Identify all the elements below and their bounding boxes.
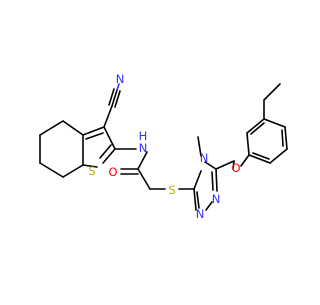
bond [252, 152, 270, 160]
bond [232, 160, 235, 170]
bond [211, 171, 214, 191]
bond [263, 118, 286, 128]
bond [281, 129, 284, 147]
bond [269, 148, 288, 164]
nitrile-nitrogen-label: N [116, 72, 125, 86]
carbonyl-oxygen-label: O [108, 165, 117, 179]
bond [193, 188, 197, 211]
thiophene-sulfur-label: S [88, 164, 95, 178]
atom-labels: N N H O S S N N N O [88, 72, 240, 221]
amide-nitrogen-label: N [139, 141, 148, 155]
bond [62, 120, 84, 136]
bond [103, 126, 116, 150]
bond [137, 151, 148, 170]
triazole-n1-label: N [196, 207, 205, 221]
bond [248, 154, 271, 164]
bond [82, 126, 105, 136]
triazole-n4-label: N [200, 151, 209, 165]
bond [116, 83, 120, 91]
bond [82, 164, 98, 168]
bond [263, 83, 281, 101]
bond [102, 148, 116, 164]
bond [246, 118, 265, 134]
bond [39, 120, 64, 136]
bond [196, 191, 200, 209]
bond [62, 164, 84, 178]
bond [111, 89, 118, 107]
ether-oxygen-label: O [231, 161, 240, 175]
amide-hydrogen-label: H [139, 129, 148, 143]
bond [215, 168, 218, 192]
bond [103, 105, 113, 128]
thioether-sulfur-label: S [168, 183, 175, 197]
bond [250, 122, 265, 135]
bond [137, 168, 151, 190]
bond [205, 201, 213, 211]
bond [193, 170, 202, 190]
bond [246, 132, 250, 156]
nitrile-tint [116, 83, 120, 91]
bond [215, 160, 235, 170]
bond [114, 90, 121, 108]
bond [284, 126, 288, 150]
bond [240, 154, 250, 167]
bond [85, 132, 104, 140]
bond [197, 136, 202, 157]
structure-canvas: N N H O S S N N N O [39, 72, 288, 221]
bonds [39, 83, 288, 211]
molecule-drawing: N N H O S S N N N O [39, 72, 288, 221]
bond [108, 88, 115, 106]
bond [99, 144, 112, 159]
triazole-n2-label: N [212, 192, 221, 206]
bond [204, 161, 217, 170]
bond [39, 162, 64, 178]
